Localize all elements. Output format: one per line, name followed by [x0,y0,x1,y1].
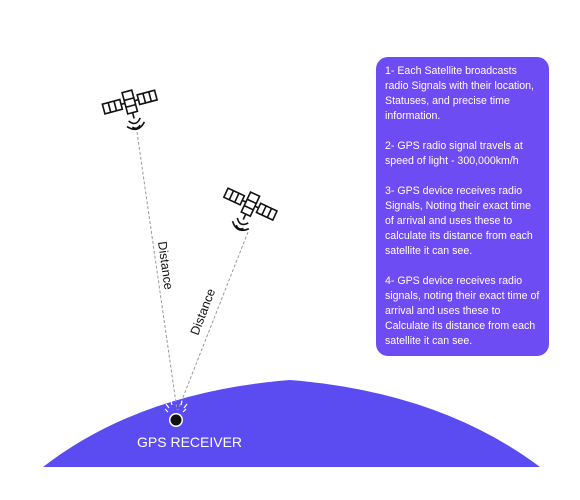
receiver-icon [169,413,183,427]
info-box: 1- Each Satellite broadcasts radio Signa… [376,57,549,356]
receiver-label: GPS RECEIVER [137,434,242,450]
distance-label-1: Distance [155,240,176,290]
distance-label-2: Distance [188,287,219,337]
info-step-3: 3- GPS device receives radio Signals, No… [385,185,533,257]
info-step-4: 4- GPS device receives radio signals, no… [385,275,540,347]
satellite-icon [101,89,159,131]
signal-line-1 [136,131,178,411]
signal-line-2 [177,231,249,411]
satellite-icon [222,187,279,232]
signal-waves-icon [164,400,188,413]
earth-surface [43,380,540,467]
info-step-1: 1- Each Satellite broadcasts radio Signa… [385,65,534,122]
info-step-2: 2- GPS radio signal travels at speed of … [385,140,523,167]
